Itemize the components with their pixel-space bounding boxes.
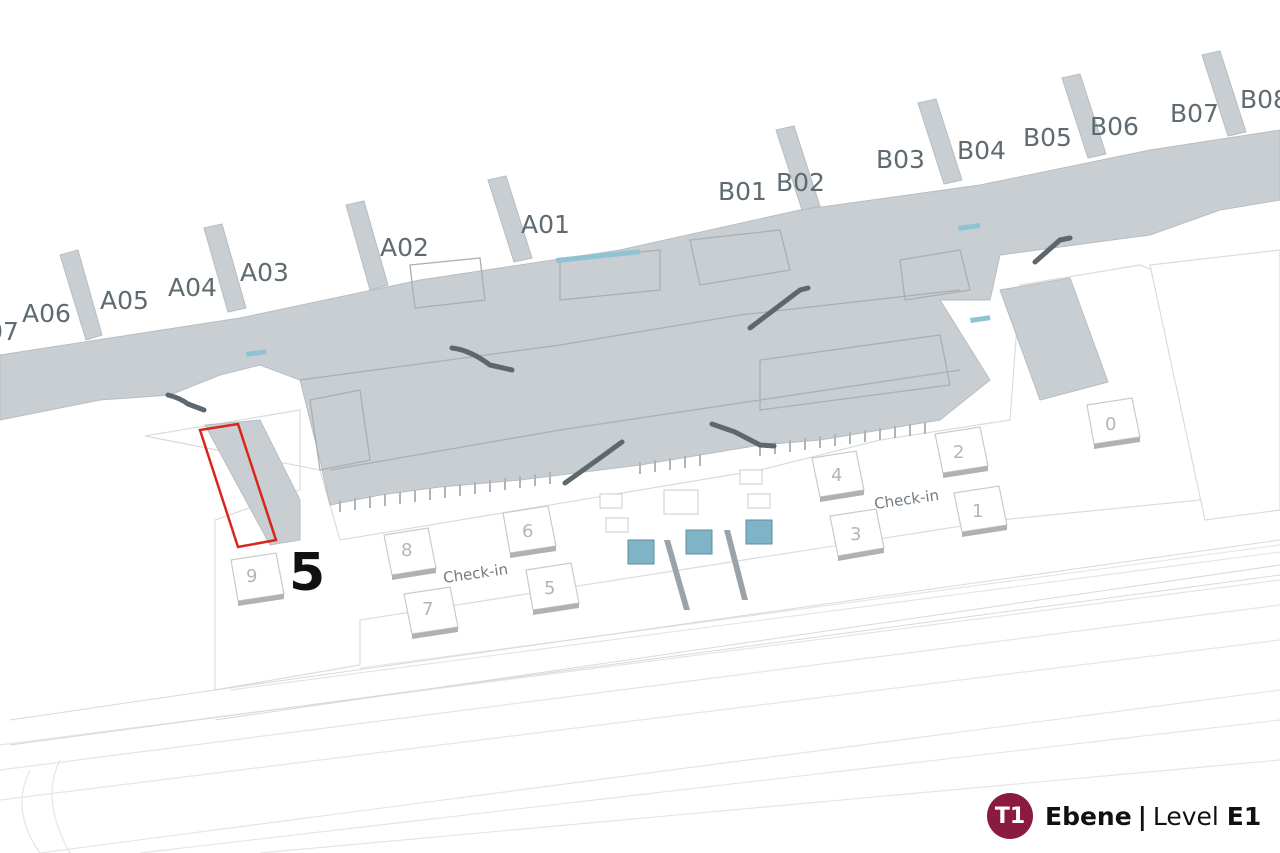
gate-label-a02: A02 [380, 233, 429, 262]
level-value: E1 [1226, 801, 1262, 831]
escalators [165, 235, 1073, 486]
gate-label-b03: B03 [876, 145, 925, 174]
area-4: 4 [831, 465, 842, 486]
gate-labels: A07 A06 A05 A04 A03 A02 A01 B01 B02 B03 … [0, 85, 1280, 346]
area-1: 1 [972, 501, 983, 522]
terminal-badge: T1 [987, 793, 1033, 839]
highlighted-area-outline [198, 422, 278, 549]
area-6: 6 [522, 521, 533, 542]
gate-label-b04: B04 [957, 136, 1006, 165]
highlighted-area-number: 5 [289, 543, 325, 603]
level-word: Level [1152, 801, 1219, 831]
gate-label-a04: A04 [168, 273, 217, 302]
area-5: 5 [544, 578, 555, 599]
gate-label-b05: B05 [1023, 123, 1072, 152]
gate-label-a05: A05 [100, 286, 149, 315]
landside-outline [144, 249, 1280, 691]
place-name: Ebene [1045, 801, 1132, 831]
gate-label-a01: A01 [521, 210, 570, 239]
interior-details [299, 229, 971, 471]
gate-label-b08: B08 [1240, 85, 1280, 114]
island-shadows [238, 437, 1140, 639]
central-elevators [599, 469, 773, 610]
legend-separator: | [1137, 801, 1147, 831]
area-9: 9 [246, 566, 257, 587]
area-7: 7 [422, 599, 433, 620]
area-8: 8 [401, 540, 412, 561]
gate-label-b02: B02 [776, 168, 825, 197]
gate-label-a07: A07 [0, 317, 19, 346]
checkin-islands [230, 397, 1141, 635]
facade-ribs [339, 422, 926, 512]
level-legend: T1 Ebene|Level E1 [987, 792, 1267, 840]
gate-label-a06: A06 [22, 299, 71, 328]
checkin-area-numbers: 0 1 2 3 4 5 6 7 8 9 [246, 414, 1116, 620]
curbside [9, 539, 1280, 746]
area-0: 0 [1105, 414, 1116, 435]
glass-accents [246, 222, 991, 357]
area-3: 3 [850, 524, 861, 545]
level-text: Ebene|Level E1 [1045, 802, 1261, 831]
area-2: 2 [953, 442, 964, 463]
airside-building [0, 50, 1280, 546]
gate-label-a03: A03 [240, 258, 289, 287]
gate-label-b06: B06 [1090, 112, 1139, 141]
gate-label-b01: B01 [718, 177, 767, 206]
gate-label-b07: B07 [1170, 99, 1219, 128]
